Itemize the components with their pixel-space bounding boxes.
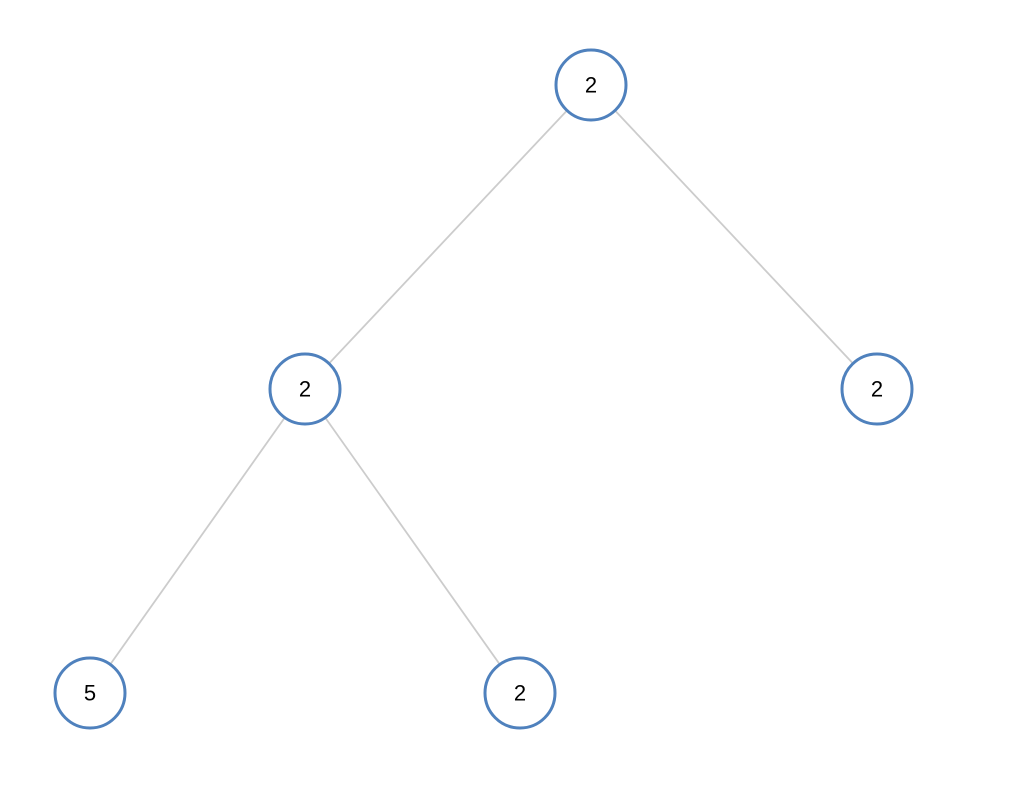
tree-edge: [590, 84, 878, 390]
tree-node: 2: [554, 48, 628, 122]
tree-node-circle: [268, 352, 342, 426]
tree-node-circle: [483, 656, 557, 730]
tree-node-label: 2: [871, 377, 883, 402]
tree-node: 2: [483, 656, 557, 730]
tree-node: 2: [268, 352, 342, 426]
tree-node-circle: [53, 656, 127, 730]
tree-node-circle: [840, 352, 914, 426]
tree-node-label: 5: [84, 681, 96, 706]
tree-node: 5: [53, 656, 127, 730]
tree-node-label: 2: [514, 681, 526, 706]
tree-edge: [89, 388, 306, 694]
tree-node-circle: [554, 48, 628, 122]
tree-node: 2: [840, 352, 914, 426]
tree-edge: [304, 388, 521, 694]
tree-node-label: 2: [299, 377, 311, 402]
tree-node-label: 2: [585, 73, 597, 98]
tree-edge: [304, 84, 592, 390]
